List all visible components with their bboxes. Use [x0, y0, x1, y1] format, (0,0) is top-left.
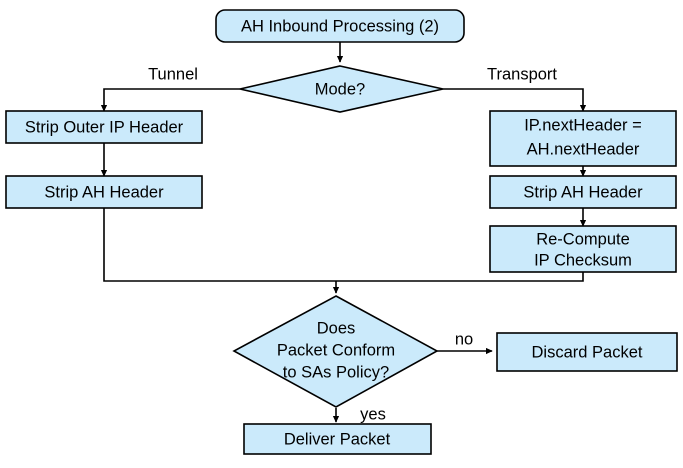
recompute-checksum-label-line1: Re-Compute: [536, 230, 630, 248]
policy-decision-label-line3: to SAs Policy?: [283, 363, 389, 381]
strip-ah-header-transport-shape: [489, 175, 677, 209]
deliver-packet-label: Deliver Packet: [284, 430, 391, 448]
edge-label-tunnel: Tunnel: [148, 65, 198, 83]
policy-decision-label-line2: Packet Conform: [277, 341, 395, 359]
recompute-checksum-label-line2: IP Checksum: [534, 251, 632, 269]
mode-decision-label: Mode?: [315, 80, 365, 98]
edge-mode-tunnel: [100, 88, 240, 112]
node-next-header-assign[interactable]: IP.nextHeader = AH.nextHeader: [489, 110, 677, 167]
next-header-assign-shape: [489, 110, 677, 167]
strip-outer-ip-header-label: Strip Outer IP Header: [25, 118, 184, 136]
node-strip-outer-ip-header[interactable]: Strip Outer IP Header: [5, 110, 203, 144]
edge-label-no: no: [455, 330, 473, 348]
node-deliver-packet[interactable]: Deliver Packet: [243, 423, 432, 455]
discard-packet-label: Discard Packet: [532, 343, 643, 361]
discard-packet-shape: [496, 332, 678, 372]
node-mode-decision[interactable]: Mode?: [239, 65, 444, 113]
strip-ah-header-tunnel-label: Strip AH Header: [44, 183, 164, 201]
edge-label-transport: Transport: [487, 65, 557, 83]
node-start[interactable]: AH Inbound Processing (2): [215, 9, 465, 43]
start-shape: [215, 9, 465, 43]
strip-outer-ip-header-shape: [5, 110, 203, 144]
policy-decision-label-line1: Does: [317, 319, 356, 337]
edge-tunnel-merge: [103, 208, 336, 282]
node-discard-packet[interactable]: Discard Packet: [496, 332, 678, 372]
edge-transport-merge: [336, 272, 584, 282]
strip-ah-header-tunnel-shape: [5, 175, 203, 209]
edge-mode-transport: [443, 88, 587, 112]
node-recompute-checksum[interactable]: Re-Compute IP Checksum: [489, 225, 677, 273]
node-strip-ah-header-tunnel[interactable]: Strip AH Header: [5, 175, 203, 209]
node-strip-ah-header-transport[interactable]: Strip AH Header: [489, 175, 677, 209]
node-policy-decision[interactable]: Does Packet Conform to SAs Policy?: [232, 295, 439, 408]
deliver-packet-shape: [243, 423, 432, 455]
strip-ah-header-transport-label: Strip AH Header: [523, 183, 643, 201]
recompute-checksum-shape: [489, 225, 677, 273]
next-header-assign-label-line2: AH.nextHeader: [527, 140, 640, 158]
policy-decision-shape: [232, 295, 439, 408]
start-label: AH Inbound Processing (2): [241, 17, 439, 35]
mode-decision-shape: [239, 65, 444, 113]
edge-label-yes: yes: [360, 405, 386, 423]
next-header-assign-label-line1: IP.nextHeader =: [524, 116, 642, 134]
